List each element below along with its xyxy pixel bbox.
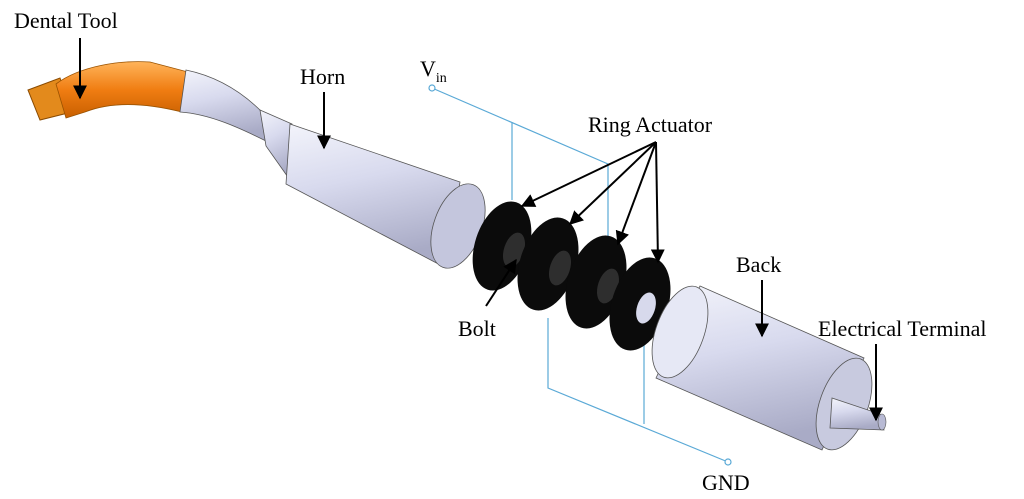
ring-actuator-4 bbox=[609, 257, 671, 351]
label-back: Back bbox=[736, 252, 781, 277]
arrow-ring-3 bbox=[615, 141, 657, 246]
label-electrical-terminal: Electrical Terminal bbox=[818, 316, 986, 341]
horn bbox=[179, 69, 486, 269]
label-horn: Horn bbox=[300, 64, 345, 89]
dental-tool bbox=[27, 61, 189, 121]
label-vin: Vin bbox=[420, 56, 447, 86]
arrow-ring-2 bbox=[568, 141, 657, 225]
label-vin-main: V bbox=[420, 56, 436, 81]
arrow-ring-1 bbox=[520, 141, 657, 207]
label-gnd: GND bbox=[702, 470, 750, 495]
gnd-terminal bbox=[724, 458, 732, 466]
arrow-ring-4 bbox=[650, 141, 665, 264]
label-ring-actuator: Ring Actuator bbox=[588, 112, 713, 137]
pointer-arrows bbox=[73, 38, 883, 422]
vin-terminal bbox=[428, 84, 436, 92]
label-vin-sub: in bbox=[436, 71, 447, 86]
ring-actuator-2 bbox=[517, 217, 579, 311]
label-dental-tool: Dental Tool bbox=[14, 8, 118, 33]
wiring bbox=[428, 84, 732, 466]
arrow-bolt bbox=[485, 258, 517, 307]
label-bolt: Bolt bbox=[458, 316, 496, 341]
